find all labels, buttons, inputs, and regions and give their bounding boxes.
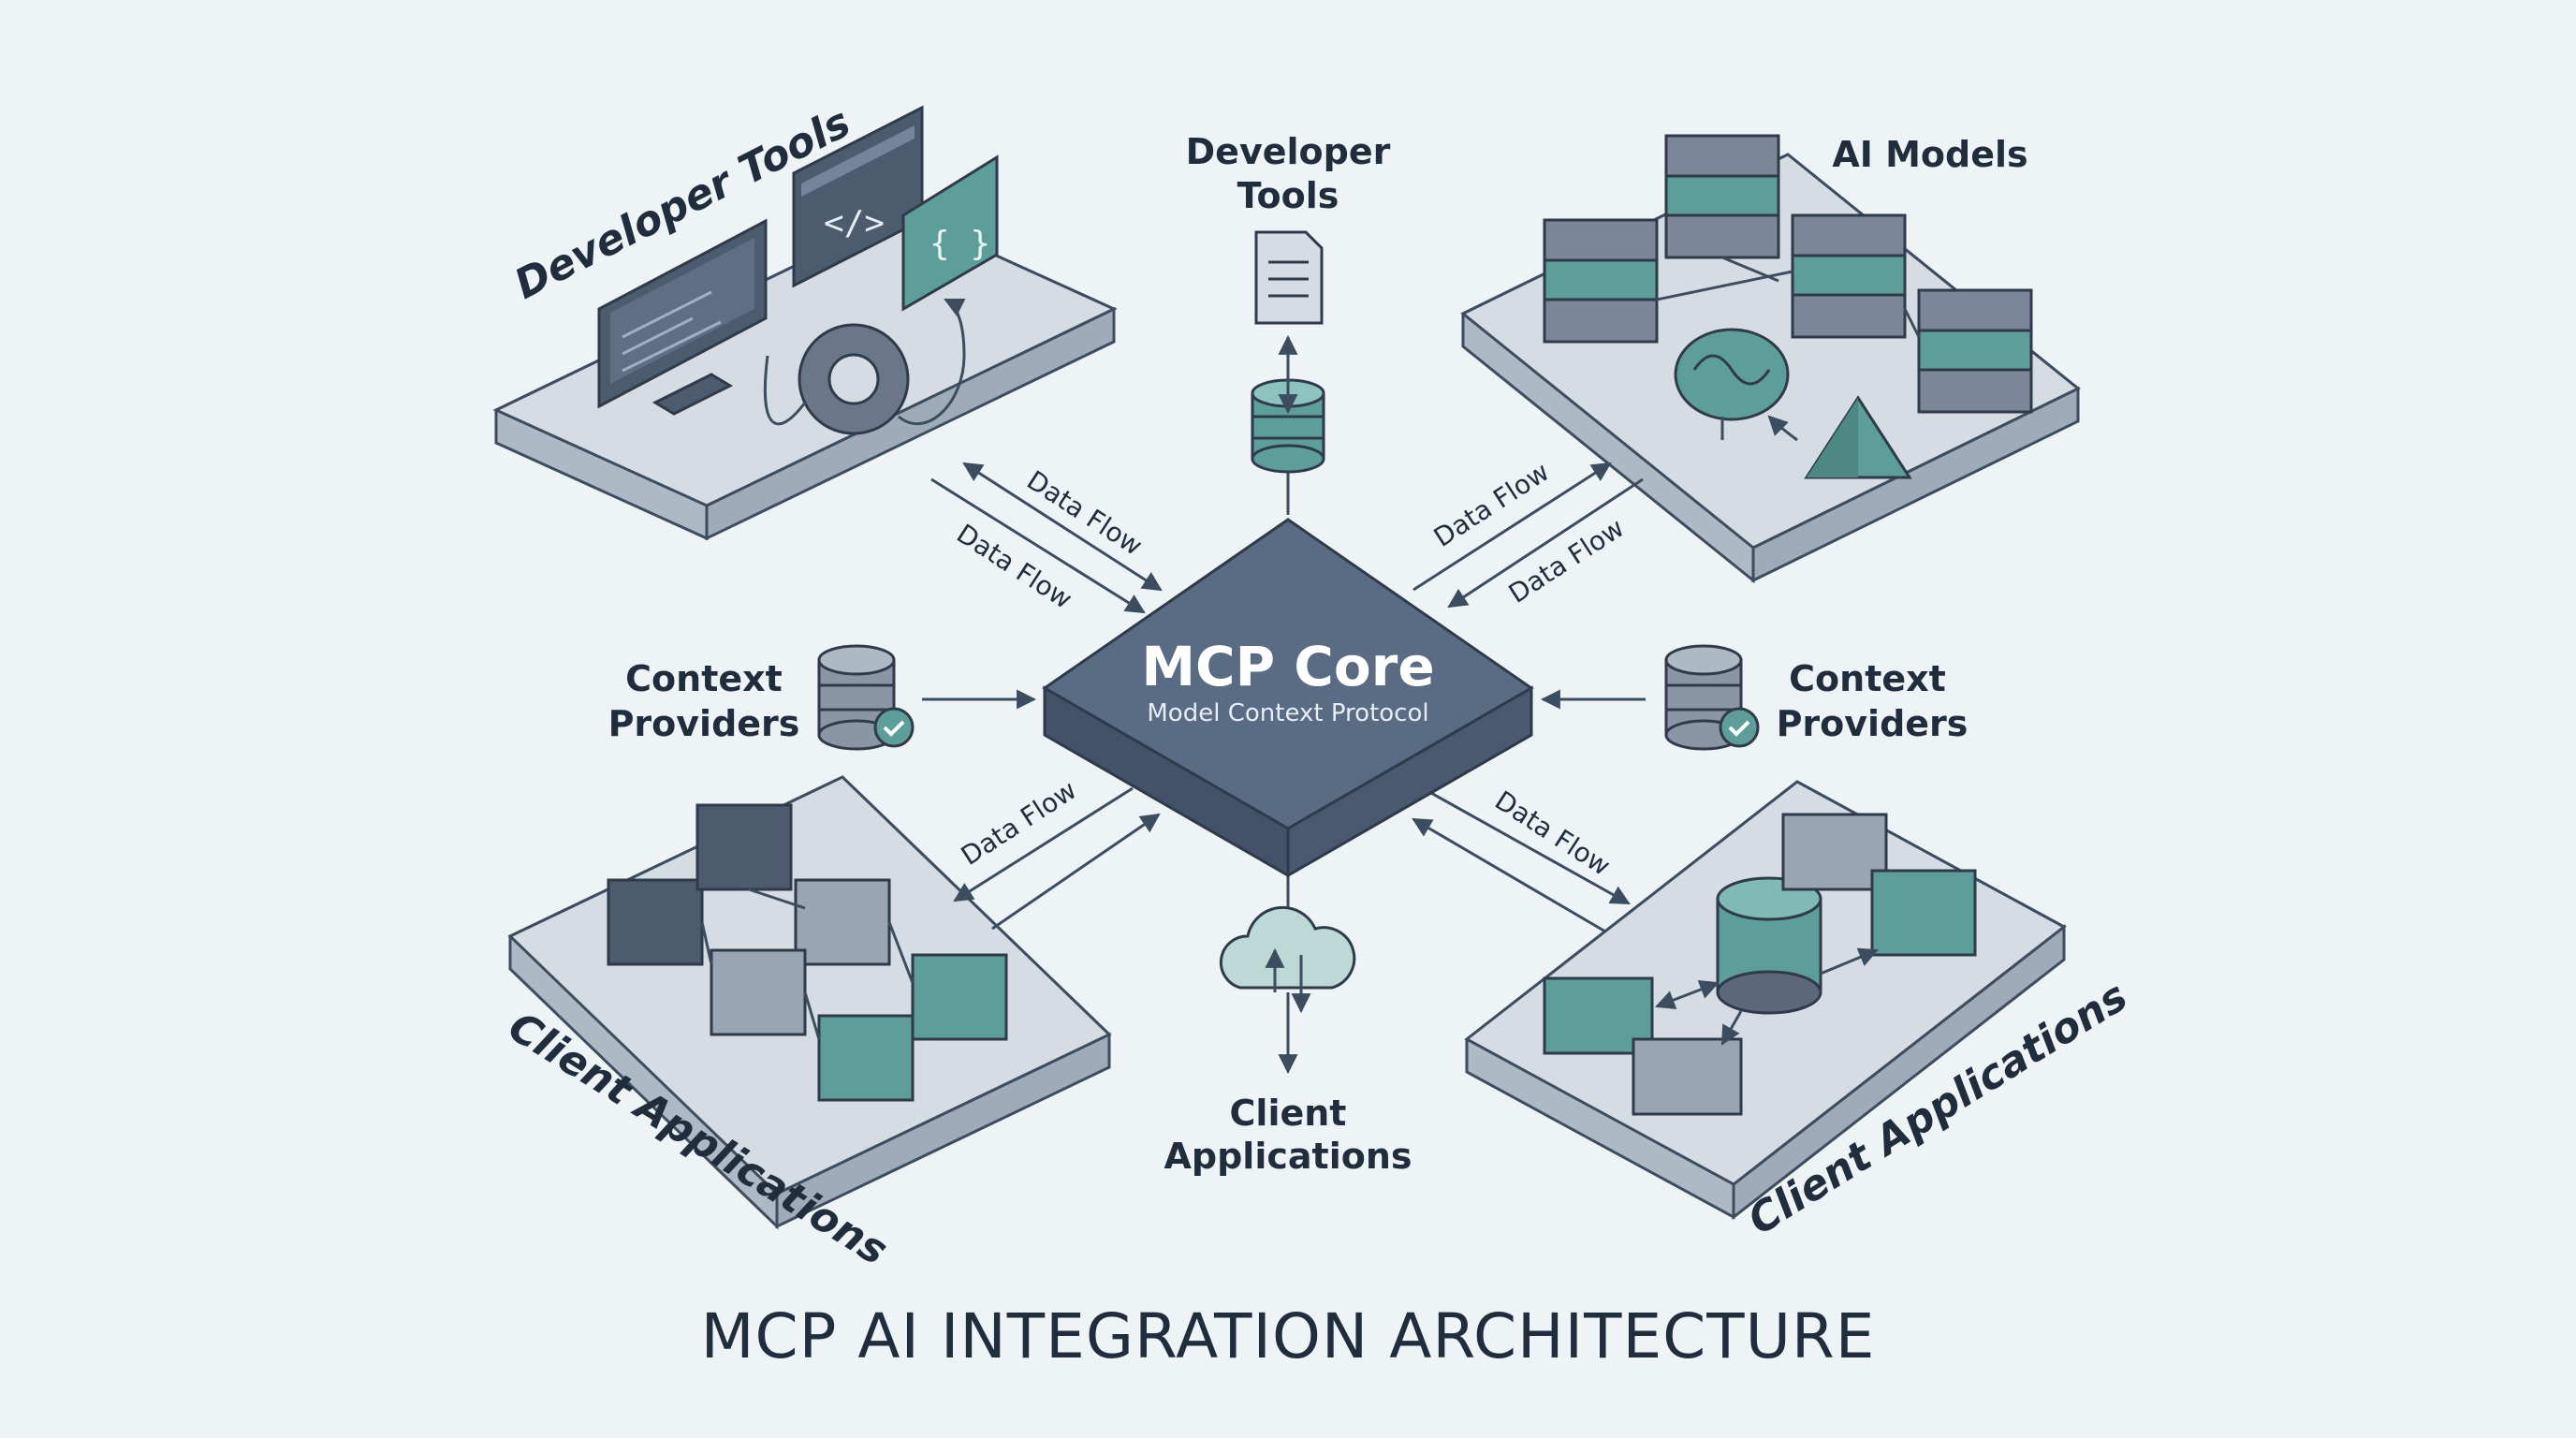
node-label-top-line2: Tools (1237, 175, 1339, 216)
server-icon (1664, 134, 1780, 259)
node-label-bottom-line2: Applications (1164, 1136, 1412, 1177)
database-check-icon (1664, 644, 1760, 751)
cube-icon (695, 803, 793, 891)
core-title: MCP Core (1141, 635, 1434, 698)
flow-label-tr-b: Data Flow (1503, 512, 1630, 609)
pyramid-icon (1804, 395, 1912, 479)
svg-text:</>: </> (824, 204, 885, 242)
cube-icon (794, 878, 891, 966)
node-label-right-line2: Providers (1777, 703, 1969, 744)
flow-arrow-tl-b (930, 477, 1146, 614)
server-icon (1917, 288, 2033, 414)
document-icon (1254, 230, 1324, 325)
cube-icon (1870, 869, 1977, 957)
monitor-icon (597, 218, 768, 416)
node-label-top-line1: Developer (1186, 131, 1391, 172)
cloud-icon (1219, 905, 1356, 990)
platform-developer-tools: </> { } Developer Tools (492, 98, 1118, 541)
platform-client-apps-left: Client Applications (500, 775, 1112, 1275)
database-icon (1251, 378, 1325, 474)
node-label-left-line2: Providers (608, 703, 800, 744)
flow-label-br: Data Flow (1489, 785, 1616, 882)
flow-arrow-tl-a (962, 462, 1163, 592)
cube-icon (607, 878, 704, 966)
core-subtitle: Model Context Protocol (1147, 699, 1428, 727)
server-icon (1543, 218, 1659, 344)
braces-window-icon: { } (901, 154, 999, 312)
flow-arrow-br-b (1412, 817, 1606, 933)
cube-icon (710, 948, 807, 1036)
node-label-left-line1: Context (625, 658, 783, 699)
flow-arrow-bl-a (953, 786, 1134, 902)
cube-icon (1781, 813, 1888, 891)
gear-icon (763, 298, 966, 435)
cube-icon (1632, 1037, 1743, 1116)
node-label-bottom-line1: Client (1230, 1093, 1347, 1134)
platform-ai-models: AI Models (1460, 134, 2081, 584)
flow-arrow-br-a (1422, 786, 1631, 905)
mcp-core: MCP Core Model Context Protocol (1042, 518, 1534, 878)
node-label-right-line1: Context (1789, 658, 1946, 699)
server-icon (1791, 213, 1907, 339)
database-icon (1716, 876, 1822, 1015)
cube-icon (911, 953, 1008, 1041)
database-check-icon (817, 644, 915, 751)
flow-label-bl: Data Flow (956, 774, 1082, 872)
diagram-title: MCP AI INTEGRATION ARCHITECTURE (701, 1300, 1876, 1372)
brain-icon (1674, 328, 1790, 440)
flow-arrow-bl-b (991, 813, 1161, 931)
flow-arrow-tr-a (1412, 462, 1612, 592)
cube-icon (817, 1014, 915, 1102)
platform-label-ai-models: AI Models (1832, 134, 2027, 175)
flow-arrow-tr-b (1447, 477, 1644, 609)
svg-text:{ }: { } (929, 225, 990, 263)
